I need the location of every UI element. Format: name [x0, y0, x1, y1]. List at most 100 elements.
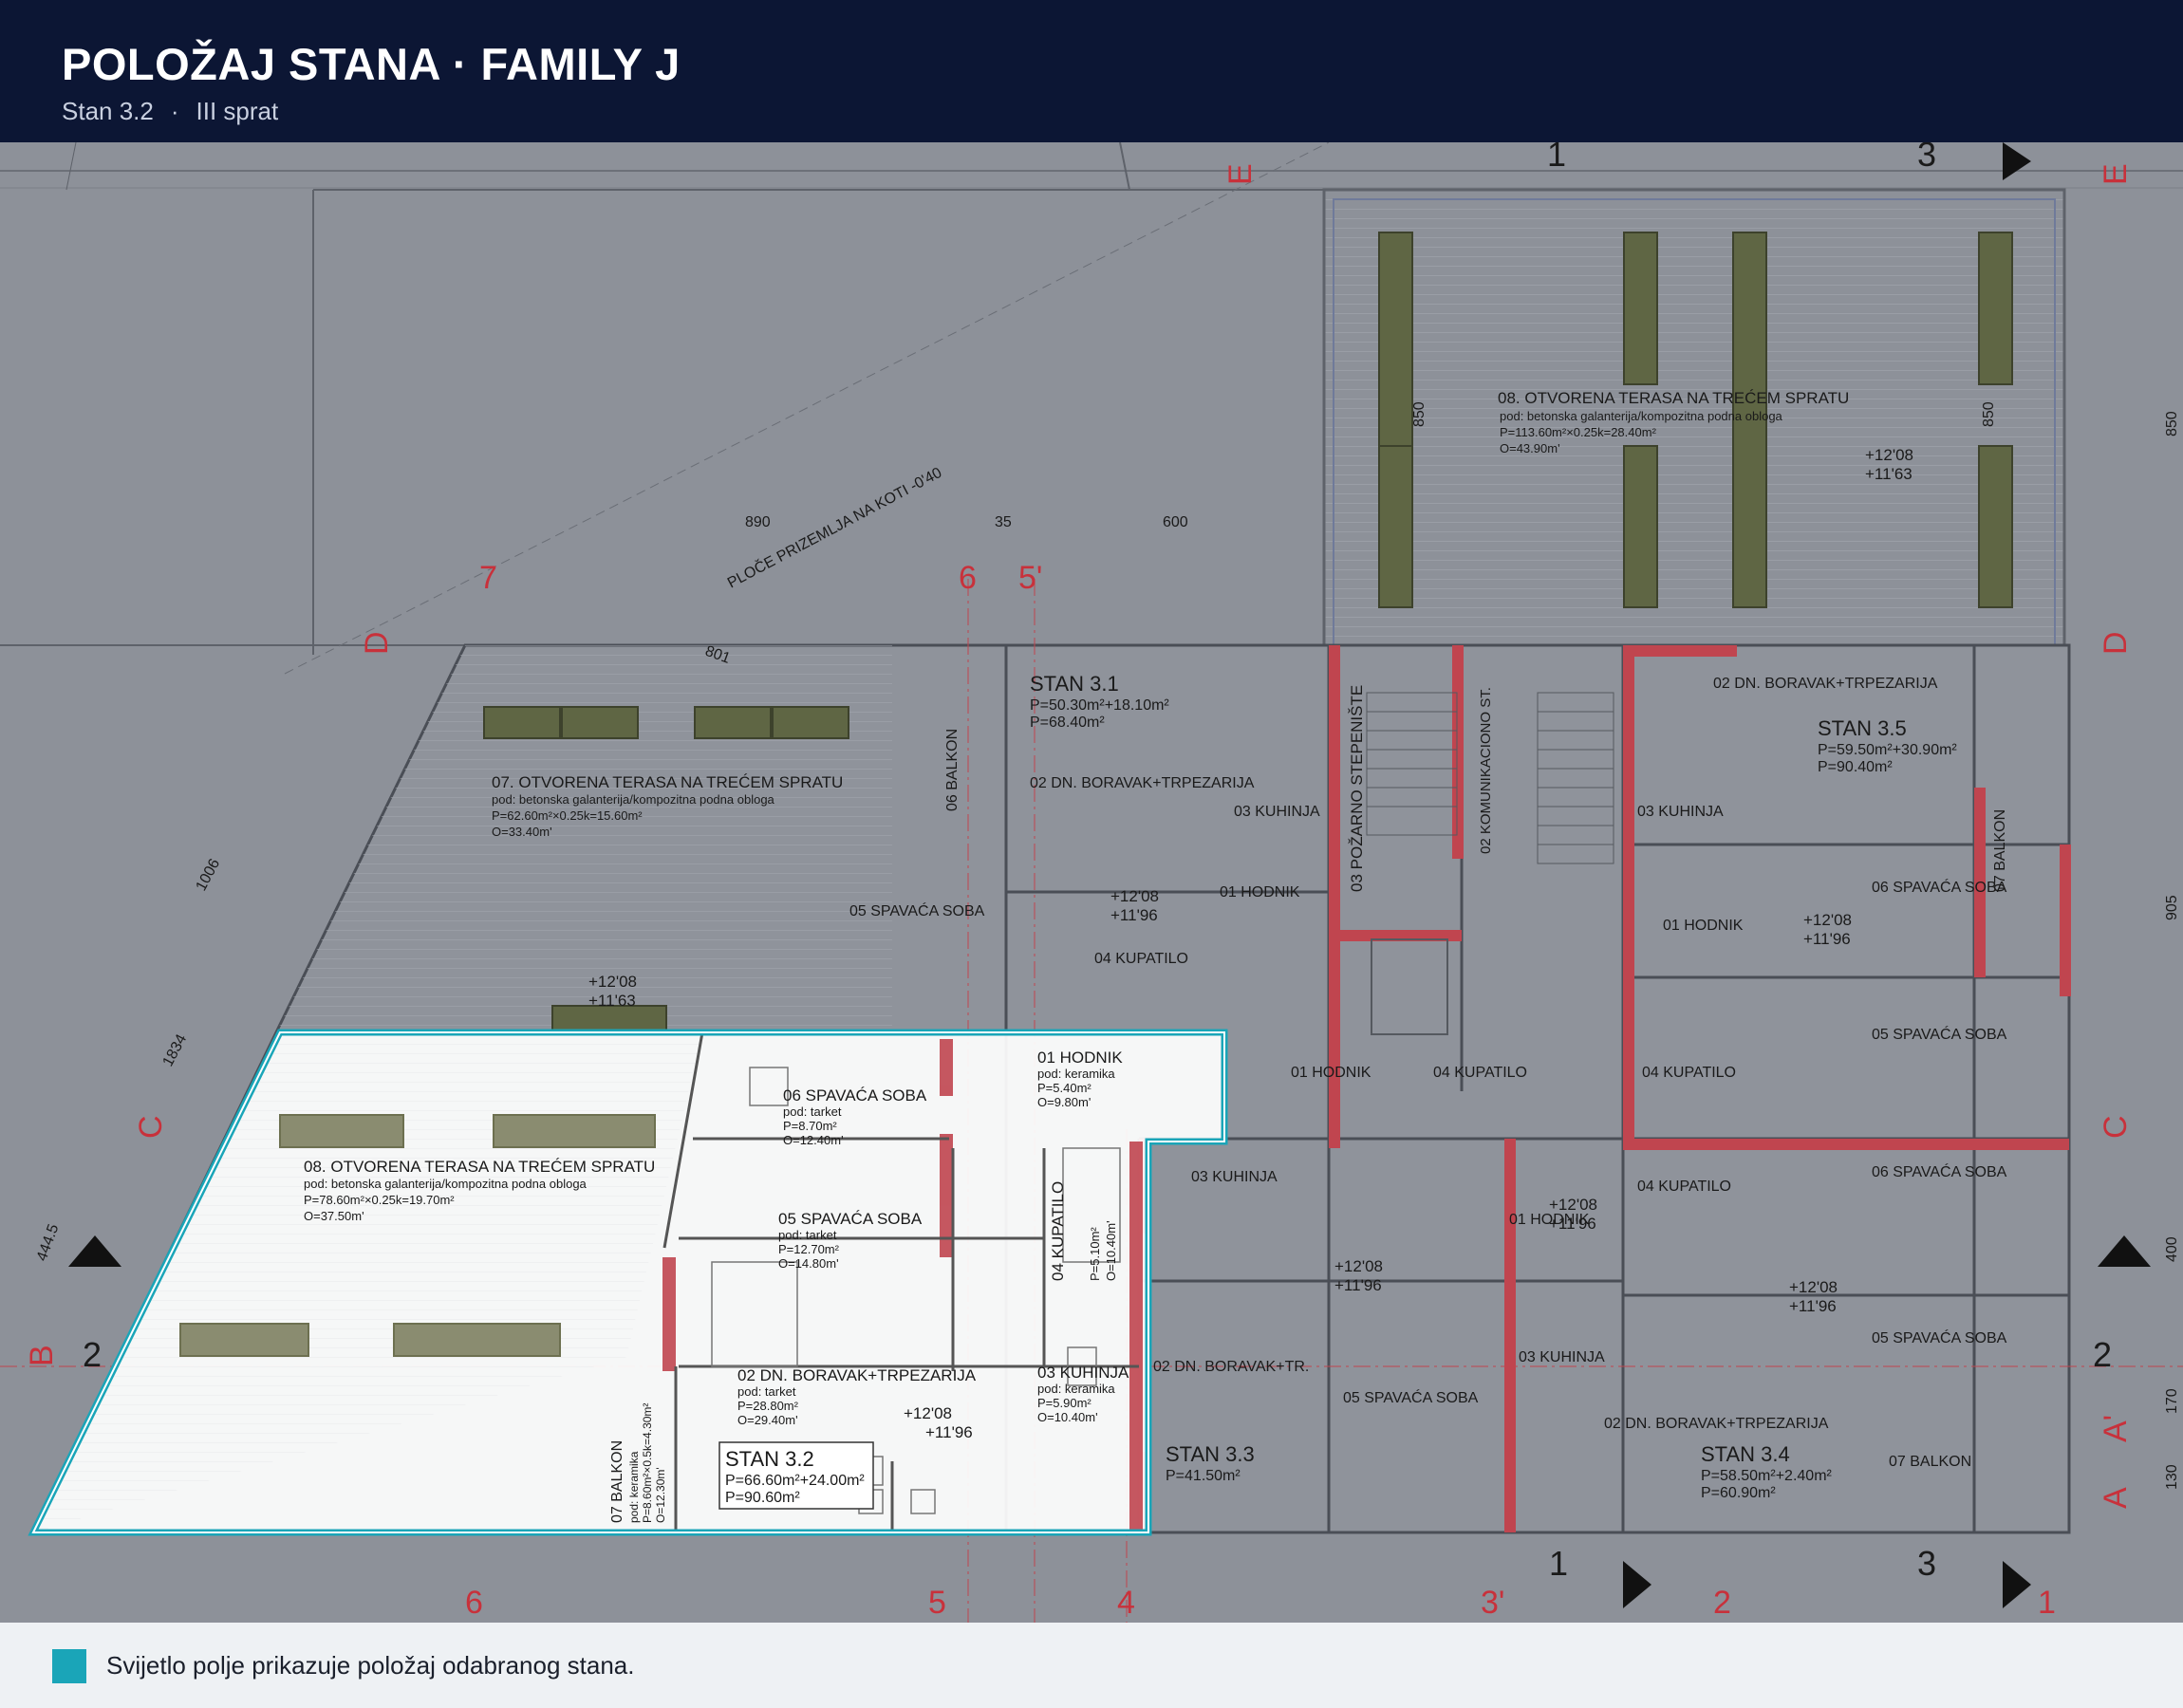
- svg-text:04 KUPATILO: 04 KUPATILO: [1637, 1179, 1731, 1195]
- unit-label: Stan 3.2: [62, 97, 154, 125]
- svg-text:01 HODNIK: 01 HODNIK: [1291, 1065, 1371, 1081]
- svg-text:pod: betonska galanterija/komp: pod: betonska galanterija/kompozitna pod…: [1500, 409, 1783, 423]
- floor-label: III sprat: [196, 97, 279, 125]
- svg-text:05 SPAVAĆA SOBA: 05 SPAVAĆA SOBA: [1872, 1328, 2007, 1346]
- svg-text:P=8.70m²: P=8.70m²: [783, 1119, 837, 1133]
- svg-text:03 KUHINJA: 03 KUHINJA: [1037, 1364, 1129, 1382]
- svg-text:1: 1: [1549, 1544, 1568, 1583]
- svg-text:03 KUHINJA: 03 KUHINJA: [1191, 1169, 1278, 1185]
- legend-swatch: [52, 1649, 86, 1683]
- svg-text:P=59.50m²+30.90m²: P=59.50m²+30.90m²: [1818, 742, 1957, 758]
- page-title: POLOŽAJ STANA · FAMILY J: [62, 39, 681, 89]
- svg-text:+12'08: +12'08: [1803, 911, 1852, 929]
- page-subtitle: Stan 3.2 · III sprat: [62, 97, 278, 126]
- svg-text:pod: betonska galanterija/komp: pod: betonska galanterija/kompozitna pod…: [304, 1177, 588, 1191]
- svg-text:850: 850: [2164, 411, 2180, 436]
- svg-text:P=68.40m²: P=68.40m²: [1030, 715, 1105, 731]
- svg-text:B: B: [24, 1345, 60, 1366]
- floor-plan: E E D D C C B A A' 7 6 5' 6 5 4 3' 2 1 1…: [0, 135, 2183, 1623]
- svg-text:P=5.10m²: P=5.10m²: [1088, 1227, 1102, 1281]
- svg-text:O=12.40m': O=12.40m': [783, 1133, 844, 1147]
- svg-text:02 DN. BORAVAK+TRPEZARIJA: 02 DN. BORAVAK+TRPEZARIJA: [1604, 1416, 1829, 1432]
- svg-text:04 KUPATILO: 04 KUPATILO: [1049, 1181, 1067, 1281]
- selected-unit-area-2: P=90.60m²: [725, 1490, 800, 1506]
- svg-text:01 HODNIK: 01 HODNIK: [1220, 884, 1300, 900]
- svg-text:+11'96: +11'96: [1110, 906, 1158, 924]
- svg-text:01 HODNIK: 01 HODNIK: [1037, 1049, 1123, 1067]
- svg-text:07 BALKON: 07 BALKON: [1992, 809, 2008, 892]
- svg-text:07 BALKON: 07 BALKON: [609, 1440, 625, 1523]
- svg-text:O=10.40m': O=10.40m': [1104, 1220, 1118, 1281]
- terrace-left-label: 07. OTVORENA TERASA NA TREĆEM SPRATU pod…: [492, 773, 843, 1010]
- svg-text:6: 6: [465, 1585, 483, 1621]
- svg-text:07 BALKON: 07 BALKON: [1889, 1454, 1971, 1470]
- svg-text:A: A: [2098, 1487, 2134, 1509]
- selected-unit-box: STAN 3.2 P=66.60m²+24.00m² P=90.60m²: [718, 1441, 874, 1510]
- svg-text:06 SPAVAĆA SOBA: 06 SPAVAĆA SOBA: [1872, 1162, 2007, 1180]
- svg-text:+11'96: +11'96: [1803, 930, 1851, 948]
- planters-selected: [179, 1114, 656, 1357]
- planters-top: [1378, 232, 2013, 608]
- svg-text:STAN 3.1: STAN 3.1: [1030, 672, 1119, 696]
- svg-text:905: 905: [2164, 895, 2180, 920]
- svg-text:pod: tarket: pod: tarket: [778, 1228, 837, 1242]
- svg-text:P=113.60m²×0.25k=28.40m²: P=113.60m²×0.25k=28.40m²: [1500, 425, 1657, 439]
- svg-text:+12'08: +12'08: [1789, 1278, 1838, 1296]
- svg-text:+11'63: +11'63: [1865, 465, 1912, 483]
- level-marks: +12'08 +11'96 +12'08 +11'96 +12'08 +11'9…: [1110, 887, 1852, 1315]
- svg-text:06 SPAVAĆA SOBA: 06 SPAVAĆA SOBA: [783, 1086, 927, 1105]
- other-rooms: 06 BALKON 02 DN. BORAVAK+TRPEZARIJA 05 S…: [849, 676, 2008, 1470]
- svg-text:+11'96: +11'96: [1789, 1297, 1837, 1315]
- svg-text:pod: betonska galanterija/komp: pod: betonska galanterija/kompozitna pod…: [492, 792, 775, 807]
- svg-text:02 DN. BORAVAK+TRPEZARIJA: 02 DN. BORAVAK+TRPEZARIJA: [1713, 676, 1938, 692]
- svg-text:O=10.40m': O=10.40m': [1037, 1410, 1098, 1424]
- svg-text:03 KUHINJA: 03 KUHINJA: [1519, 1349, 1605, 1365]
- svg-text:P=62.60m²×0.25k=15.60m²: P=62.60m²×0.25k=15.60m²: [492, 808, 643, 823]
- svg-text:08. OTVORENA TERASA NA TREĆEM: 08. OTVORENA TERASA NA TREĆEM SPRATU: [1498, 389, 1849, 407]
- svg-text:2: 2: [1713, 1585, 1731, 1621]
- svg-text:35: 35: [995, 514, 1012, 530]
- grid-labels: E E D D C C B A A' 7 6 5' 6 5 4 3' 2 1: [24, 163, 2134, 1621]
- svg-text:O=37.50m': O=37.50m': [304, 1209, 364, 1223]
- svg-text:02 DN. BORAVAK+TR.: 02 DN. BORAVAK+TR.: [1153, 1359, 1309, 1375]
- svg-text:400: 400: [2164, 1236, 2180, 1262]
- svg-text:pod: keramika: pod: keramika: [1037, 1067, 1115, 1081]
- svg-text:05 SPAVAĆA SOBA: 05 SPAVAĆA SOBA: [778, 1210, 923, 1228]
- floor-plan-drawing: E E D D C C B A A' 7 6 5' 6 5 4 3' 2 1 1…: [0, 135, 2183, 1623]
- svg-text:+12'08: +12'08: [1865, 446, 1913, 464]
- svg-text:P=12.70m²: P=12.70m²: [778, 1242, 840, 1256]
- svg-text:+12'08: +12'08: [904, 1404, 952, 1422]
- separator: ·: [170, 97, 179, 125]
- terrace-top-right-label: 08. OTVORENA TERASA NA TREĆEM SPRATU pod…: [1498, 389, 1913, 483]
- svg-text:2: 2: [83, 1335, 102, 1374]
- svg-text:5: 5: [928, 1585, 946, 1621]
- svg-text:08. OTVORENA TERASA NA TREĆEM: 08. OTVORENA TERASA NA TREĆEM SPRATU: [304, 1158, 655, 1176]
- svg-text:3': 3': [1481, 1585, 1504, 1621]
- svg-text:O=29.40m': O=29.40m': [737, 1413, 798, 1427]
- svg-text:05 SPAVAĆA SOBA: 05 SPAVAĆA SOBA: [849, 901, 985, 919]
- svg-text:600: 600: [1163, 514, 1188, 530]
- other-units: STAN 3.1 P=50.30m²+18.10m² P=68.40m² STA…: [1030, 672, 1957, 1501]
- svg-text:P=28.80m²: P=28.80m²: [737, 1399, 799, 1413]
- svg-text:P=78.60m²×0.25k=19.70m²: P=78.60m²×0.25k=19.70m²: [304, 1193, 455, 1207]
- svg-text:03 KUHINJA: 03 KUHINJA: [1637, 804, 1724, 820]
- svg-text:04 KUPATILO: 04 KUPATILO: [1094, 951, 1188, 967]
- svg-text:pod: keramika: pod: keramika: [627, 1451, 641, 1523]
- svg-text:STAN 3.3: STAN 3.3: [1166, 1442, 1255, 1466]
- svg-text:O=12.30m': O=12.30m': [654, 1467, 667, 1523]
- svg-text:850: 850: [1981, 401, 1997, 427]
- svg-text:06 SPAVAĆA SOBA: 06 SPAVAĆA SOBA: [1872, 878, 2007, 896]
- svg-text:01 HODNIK: 01 HODNIK: [1663, 918, 1744, 934]
- svg-text:4: 4: [1117, 1585, 1135, 1621]
- svg-text:03 KUHINJA: 03 KUHINJA: [1234, 804, 1320, 820]
- svg-text:+11'96: +11'96: [1549, 1215, 1596, 1233]
- svg-text:6: 6: [959, 560, 977, 596]
- svg-text:130: 130: [2164, 1464, 2180, 1490]
- svg-text:O=14.80m': O=14.80m': [778, 1256, 839, 1271]
- selected-rooms: 01 HODNIK pod: keramika P=5.40m² O=9.80m…: [609, 1049, 1129, 1523]
- svg-text:04 KUPATILO: 04 KUPATILO: [1642, 1065, 1736, 1081]
- svg-text:07. OTVORENA TERASA NA TREĆEM: 07. OTVORENA TERASA NA TREĆEM SPRATU: [492, 773, 843, 791]
- legend-text: Svijetlo polje prikazuje položaj odabran…: [106, 1651, 635, 1680]
- header: POLOŽAJ STANA · FAMILY J Stan 3.2 · III sp…: [0, 0, 2183, 142]
- svg-text:5': 5': [1018, 560, 1042, 596]
